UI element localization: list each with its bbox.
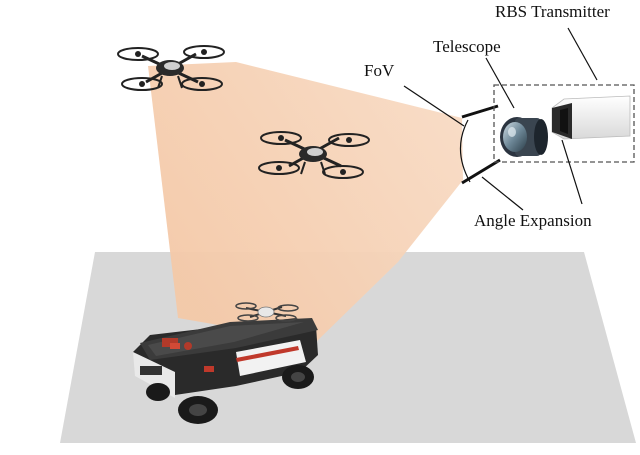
leader-angle-a bbox=[482, 177, 523, 210]
label-angle-expansion: Angle Expansion bbox=[474, 211, 592, 230]
leader-rbs bbox=[568, 28, 597, 80]
leader-telescope bbox=[486, 58, 514, 108]
label-rbs-transmitter: RBS Transmitter bbox=[495, 2, 610, 21]
expansion-line-top bbox=[462, 106, 498, 117]
transmitter-box-icon bbox=[552, 96, 630, 139]
telescope-lens-icon bbox=[500, 117, 548, 157]
label-telescope: Telescope bbox=[433, 37, 501, 56]
label-fov: FoV bbox=[364, 61, 395, 80]
expansion-line-bottom bbox=[462, 160, 500, 183]
leader-angle-b bbox=[562, 140, 582, 204]
